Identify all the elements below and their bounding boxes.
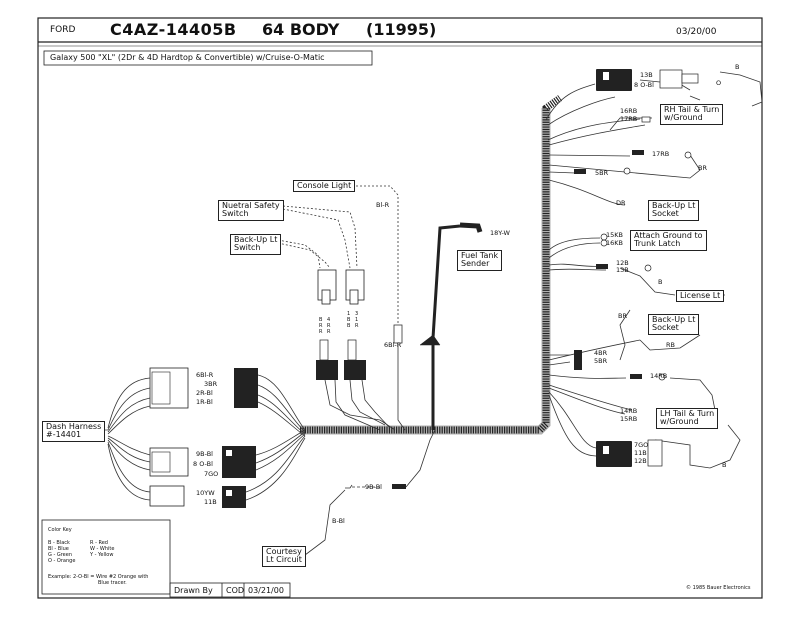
- console-light-lead: [356, 185, 406, 431]
- wire-label: 15KB: [606, 231, 623, 239]
- wire-label: 7GO: [204, 470, 219, 478]
- wire-label: 11B: [204, 498, 217, 506]
- dash-harness-label: Dash Harness#-14401: [42, 421, 106, 442]
- wire-label: 5BR: [594, 357, 608, 365]
- wire-label: 8 O-Bl: [634, 81, 654, 89]
- wire-label: 7GO: [634, 441, 649, 449]
- main-harness-trunk: [300, 95, 563, 435]
- copyright: © 1985 Bauer Electronics: [686, 585, 751, 591]
- switch-plugs: [317, 269, 365, 305]
- footer-drawn-box: [169, 582, 291, 598]
- console-light-label: Console Light: [293, 180, 356, 193]
- wire-label: 10YW: [196, 489, 215, 497]
- courtesy-lead: [304, 429, 436, 556]
- header-code: (11995): [366, 20, 437, 39]
- color-key-box: [41, 519, 171, 595]
- license-light-label: License Lt: [676, 290, 725, 303]
- wire-label: BR: [618, 312, 627, 320]
- wire-label: O: [716, 79, 722, 87]
- drawn-date: 03/21/00: [248, 586, 284, 595]
- wire-label: DR: [616, 199, 626, 207]
- wire-label: RB: [666, 341, 675, 349]
- wire-label: 16RB: [620, 107, 638, 115]
- wire-label: 14RB: [650, 372, 668, 380]
- switch-leads: [277, 205, 396, 431]
- dash-connectors: [149, 367, 258, 508]
- wire-label: 8 O-Bl: [193, 460, 213, 468]
- wire-label: 14RB: [620, 407, 638, 415]
- wire-label: 2R-Bl: [196, 389, 213, 397]
- wire-label: 13B: [640, 71, 653, 79]
- wire-label: 17RB: [652, 150, 670, 158]
- wire-label: 5BR: [595, 169, 609, 177]
- wire-label: 13B: [616, 266, 629, 274]
- wire-label: B: [735, 63, 740, 71]
- header-part-number: C4AZ-14405B: [110, 20, 237, 39]
- wire-label: 9B-Bl: [196, 450, 213, 458]
- subtitle: Galaxy 500 "XL" (2Dr & 4D Hardtop & Conv…: [50, 53, 325, 62]
- switch-connectors-dark: [316, 360, 366, 380]
- wire-label: 16KB: [606, 239, 623, 247]
- trunk-branches: [545, 71, 763, 469]
- fuel-sender-lead: [419, 222, 483, 430]
- wire-label: BR: [698, 164, 707, 172]
- subtitle-box: [43, 50, 373, 66]
- wire-label: 15RB: [620, 415, 638, 423]
- outer-frame: [37, 17, 763, 599]
- wire-label: 12B: [616, 259, 629, 267]
- drawn-by-label: Drawn By: [174, 586, 213, 595]
- wire-label: 11B: [634, 449, 647, 457]
- rear-small-plugs: [600, 69, 699, 467]
- wire-label: 1R-Bl: [196, 398, 213, 406]
- wire-label: 18Y-W: [490, 229, 510, 237]
- wire-label: 12B: [634, 457, 647, 465]
- wire-label: B-Bl: [332, 517, 345, 525]
- wire-label: 9B-Bl: [365, 483, 382, 491]
- dash-wires: [107, 374, 306, 501]
- wire-label: B: [722, 461, 727, 469]
- wire-label: Bl-R: [376, 201, 390, 209]
- wire-label: 6Bl-R: [196, 371, 214, 379]
- drawn-by-value: COD: [226, 586, 245, 595]
- color-key-title: Color Key: [48, 527, 72, 533]
- wire-label: 6Bl-R: [384, 341, 402, 349]
- wire-label: 3BR: [204, 380, 218, 388]
- header-body: 64 BODY: [262, 20, 340, 39]
- wire-label: 17RB: [620, 115, 638, 123]
- wire-label: 4BR: [594, 349, 608, 357]
- header-brand: FORD: [50, 25, 76, 35]
- header-date: 03/20/00: [676, 27, 717, 37]
- rear-connectors: [574, 69, 644, 467]
- wire-label: B: [658, 278, 663, 286]
